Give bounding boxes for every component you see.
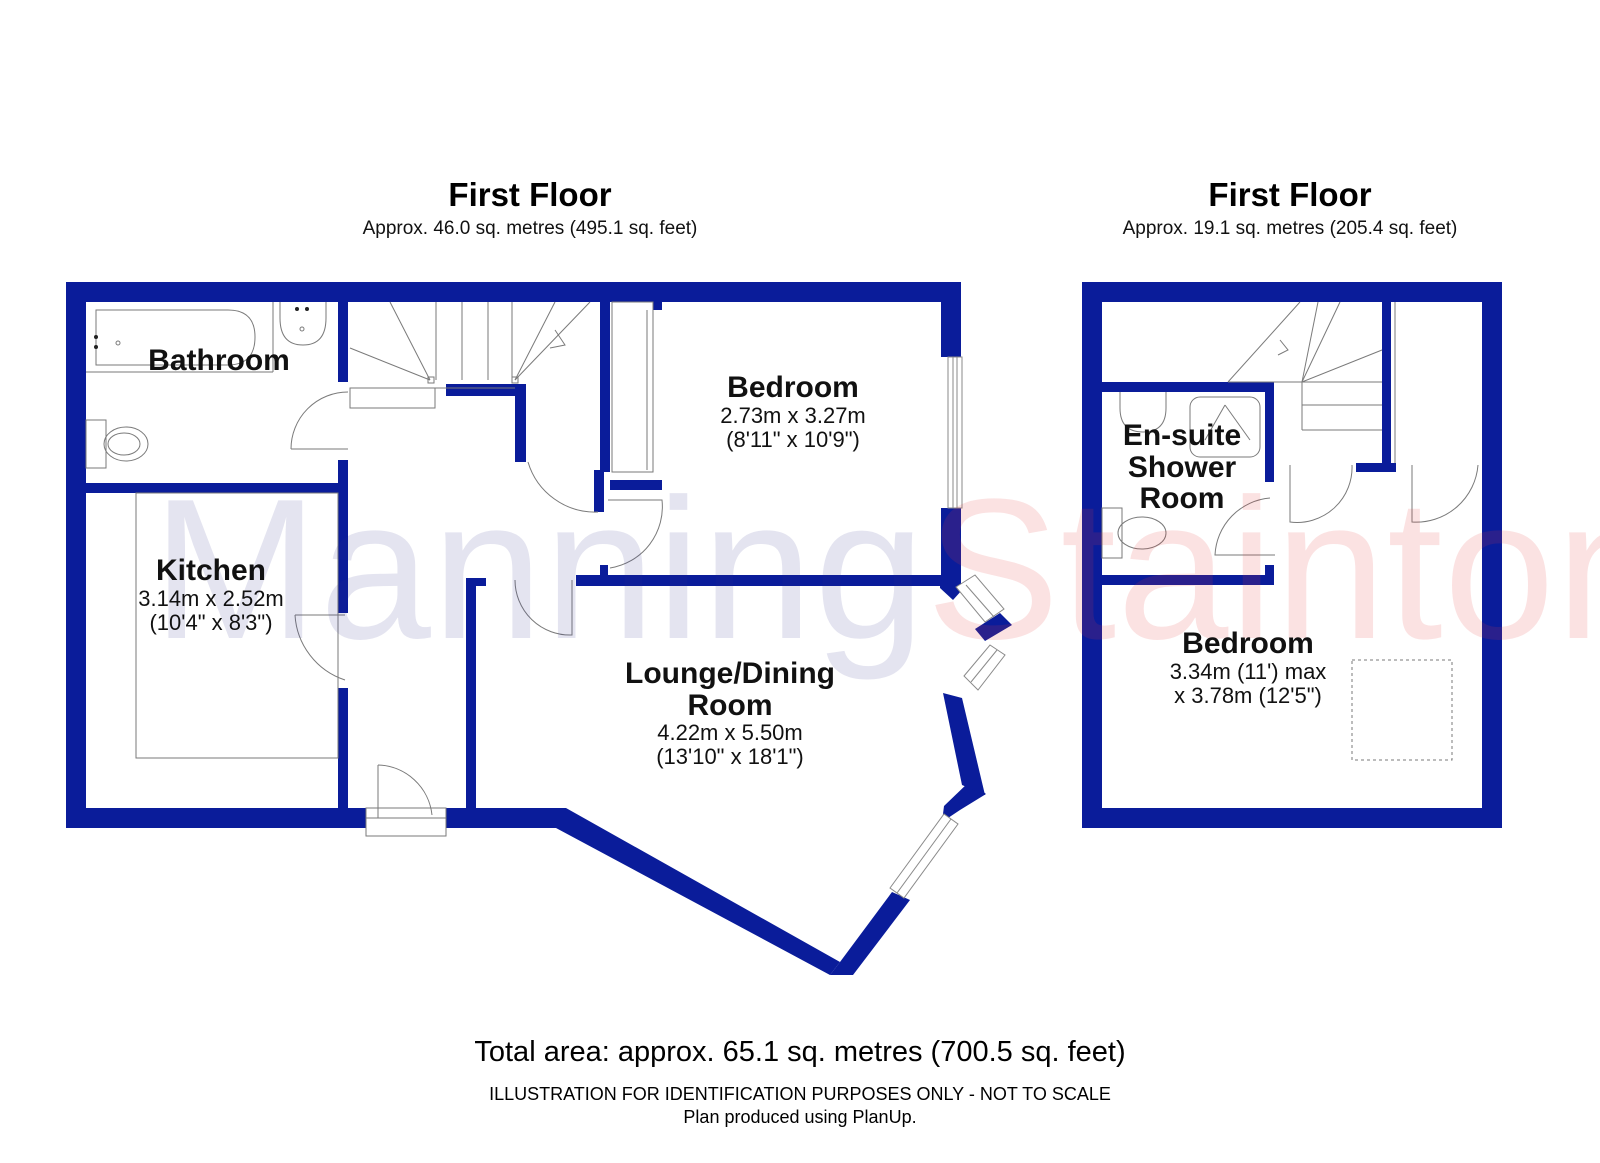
room-name: Bedroom (727, 371, 859, 404)
floor-2-title: First Floor (1208, 176, 1372, 213)
room-ensuite-shower: En-suite Shower Room (1123, 420, 1241, 515)
tap-icons (94, 307, 309, 349)
room-name: Bedroom (1182, 627, 1314, 660)
doors-main-floor (135, 301, 663, 837)
room-dims-line-2: x 3.78m (12'5") (1174, 682, 1322, 708)
room-bathroom: Bathroom (148, 345, 290, 377)
walls-main-floor (66, 282, 961, 828)
room-dims-imperial: (10'4" x 8'3") (149, 609, 273, 635)
room-name-line-2: Shower (1127, 450, 1237, 484)
room-name: Bathroom (148, 344, 290, 377)
room-dims-metric: 4.22m x 5.50m (657, 720, 803, 745)
total-area: Total area: approx. 65.1 sq. metres (700… (474, 1036, 1126, 1068)
room-name-line-2: Room (687, 688, 773, 722)
room-name-line-1: En-suite (1122, 419, 1242, 452)
room-lounge-dining: Lounge/Dining Room 4.22m x 5.50m (13'10"… (625, 658, 835, 769)
second-floor-fixtures (1101, 301, 1479, 761)
staircase-main (349, 301, 591, 409)
room-name-line-3: Room (1139, 482, 1225, 515)
floor-1-title: First Floor (448, 176, 612, 213)
watermark-part-2: Stainton (926, 458, 1600, 681)
plan-credit: Plan produced using PlanUp. (683, 1107, 917, 1127)
room-kitchen: Kitchen 3.14m x 2.52m (10'4" x 8'3") (138, 555, 284, 635)
disclaimer: ILLUSTRATION FOR IDENTIFICATION PURPOSES… (489, 1084, 1111, 1104)
room-dims-imperial: (8'11" x 10'9") (726, 426, 860, 452)
room-dims-imperial: (13'10" x 18'1") (656, 744, 804, 770)
watermark: ManningStainton (152, 470, 1600, 670)
watermark-part-1: Manning (152, 458, 927, 681)
room-dims-metric: 3.14m x 2.52m (138, 585, 284, 611)
window-lines (896, 357, 998, 894)
room-dims-metric: 2.73m x 3.27m (720, 402, 866, 428)
room-bedroom-1: Bedroom 2.73m x 3.27m (8'11" x 10'9") (720, 372, 866, 452)
bathroom-fixtures (85, 302, 349, 469)
floor-1-area: Approx. 46.0 sq. metres (495.1 sq. feet) (362, 218, 698, 239)
walls-second-floor (1082, 282, 1502, 828)
room-name: Kitchen (155, 554, 267, 587)
room-bedroom-2: Bedroom 3.34m (11') max x 3.78m (12'5") (1170, 628, 1327, 708)
floor-2-area: Approx. 19.1 sq. metres (205.4 sq. feet) (1122, 218, 1458, 239)
room-name-line-1: Lounge/Dining (625, 657, 835, 690)
room-dims-line-1: 3.34m (11') max (1169, 658, 1327, 684)
walls-lounge-bay (446, 580, 1012, 975)
